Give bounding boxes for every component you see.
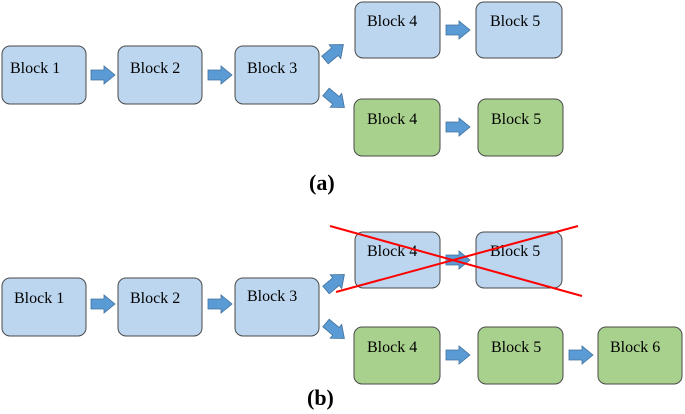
block-b-2: Block 2 (117, 277, 203, 337)
block-b-5-bottom: Block 5 (477, 326, 564, 385)
block-a-5-bottom-label: Block 5 (491, 111, 541, 128)
arrow-b-4-5-bottom (445, 345, 471, 365)
arrow-b-5-6-bottom (568, 345, 594, 365)
block-b-2-label: Block 2 (130, 290, 180, 307)
block-a-4-top: Block 4 (354, 1, 441, 59)
block-b-3: Block 3 (234, 277, 320, 337)
arrow-b-2-3 (207, 294, 233, 314)
arrow-b-fork-up (319, 267, 351, 298)
arrow-a-fork-up (318, 37, 350, 68)
block-b-4-top: Block 4 (354, 231, 441, 289)
arrow-b-fork-down (319, 315, 351, 346)
block-a-2-label: Block 2 (130, 60, 180, 77)
caption-b: (b) (307, 385, 334, 410)
block-a-4-top-label: Block 4 (367, 13, 417, 30)
block-b-5-bottom-label: Block 5 (491, 339, 541, 356)
arrow-a-2-3 (207, 65, 233, 85)
block-b-4-bottom-label: Block 4 (367, 339, 417, 356)
block-a-5-top-label: Block 5 (490, 13, 540, 30)
cross-out-mark (329, 225, 583, 297)
arrow-a-1-2 (90, 65, 116, 85)
block-b-4-bottom: Block 4 (353, 326, 441, 385)
block-b-5-top-label: Block 5 (490, 243, 540, 260)
block-b-4-top-label: Block 4 (367, 243, 417, 260)
block-a-5-top: Block 5 (475, 1, 563, 59)
block-b-3-label: Block 3 (247, 288, 297, 305)
block-b-1-label: Block 1 (14, 290, 64, 307)
block-b-5-top: Block 5 (475, 231, 563, 289)
block-a-4-bottom: Block 4 (353, 98, 441, 157)
arrow-b-1-2 (90, 294, 116, 314)
block-a-1: Block 1 (1, 45, 87, 105)
arrow-a-4-5-bottom (445, 117, 471, 137)
block-a-3-label: Block 3 (247, 60, 297, 77)
block-a-4-bottom-label: Block 4 (367, 111, 417, 128)
arrow-a-4-5-top (445, 20, 471, 40)
block-b-1: Block 1 (1, 277, 87, 337)
caption-a: (a) (309, 170, 335, 195)
block-a-2: Block 2 (117, 45, 203, 105)
diagram-b: Block 1 Block 2 Block 3 Block 4 (1, 225, 683, 410)
block-a-1-label: Block 1 (10, 60, 60, 77)
block-a-3: Block 3 (234, 45, 320, 105)
block-b-6-bottom: Block 6 (597, 326, 683, 385)
diagram-a: Block 1 Block 2 Block 3 Block 4 (1, 1, 564, 195)
block-a-5-bottom: Block 5 (477, 98, 564, 157)
block-b-6-bottom-label: Block 6 (610, 339, 660, 356)
arrow-a-fork-down (319, 84, 351, 115)
